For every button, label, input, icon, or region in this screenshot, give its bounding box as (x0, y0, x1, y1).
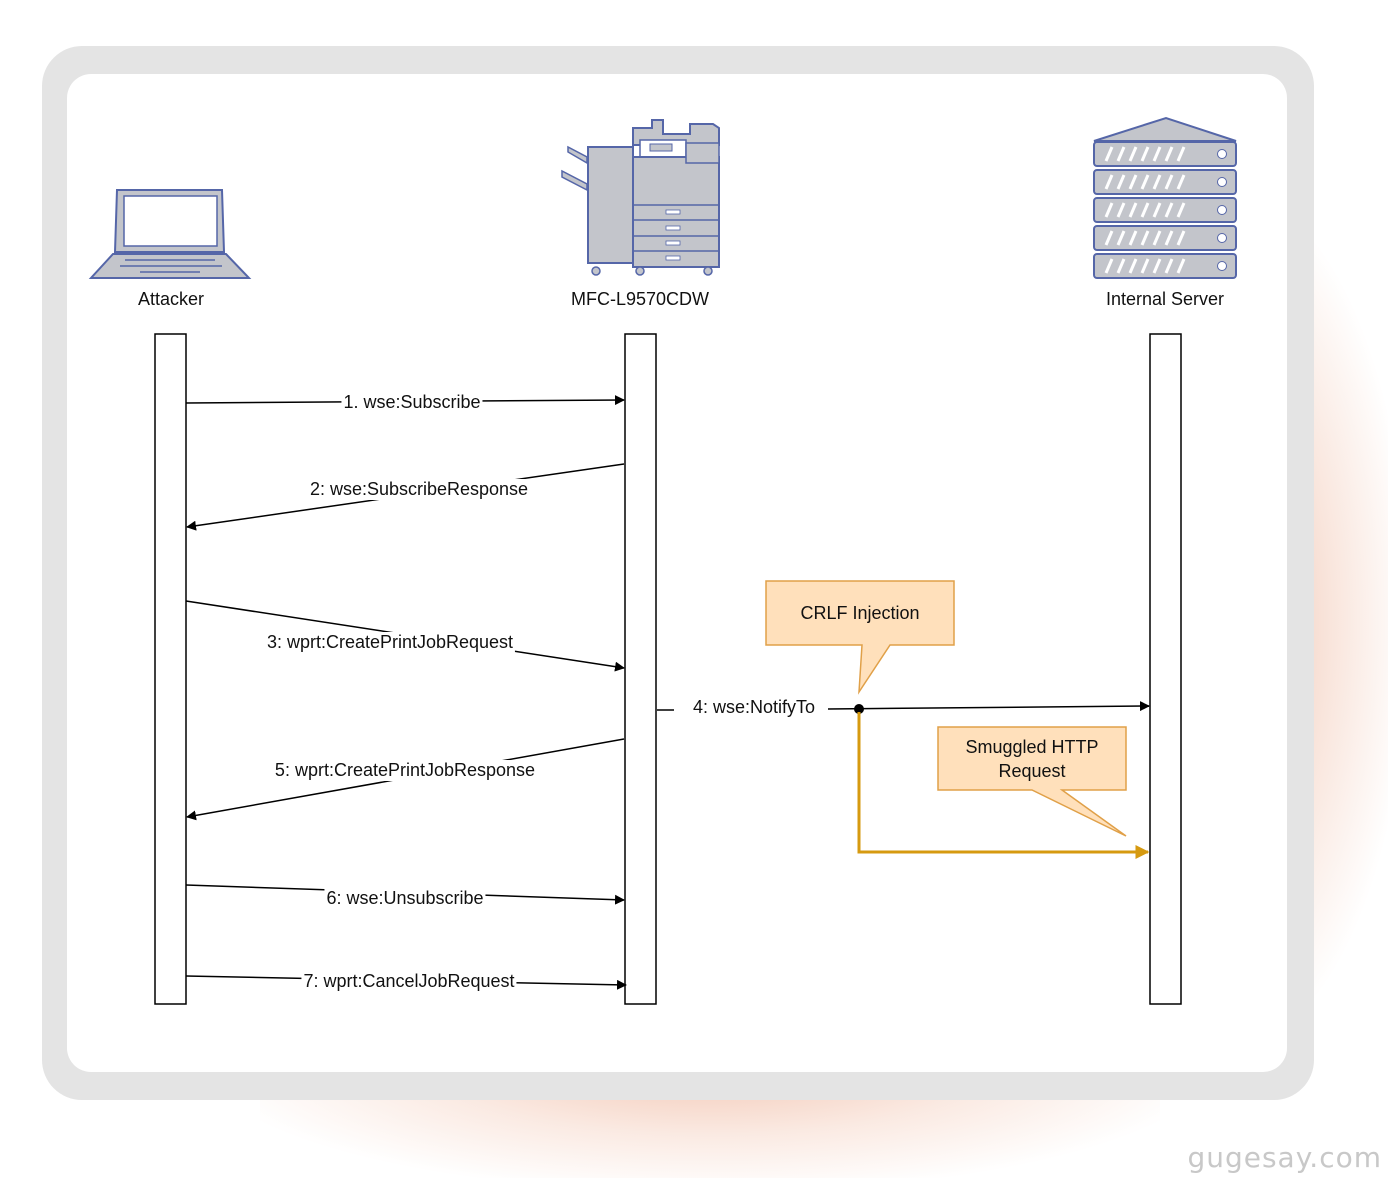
lifeline-server (1149, 333, 1182, 1005)
message-arrow-4 (827, 701, 1150, 712)
message-label-6: 6: wse:Unsubscribe (324, 888, 486, 909)
message-label-7: 7: wprt:CancelJobRequest (301, 971, 517, 992)
smuggled-callout-shape (937, 726, 1127, 837)
message-label-1: 1. wse:Subscribe (341, 392, 483, 413)
lifeline-attacker (154, 333, 187, 1005)
message-label-4: 4: wse:NotifyTo (690, 697, 818, 718)
callout-smuggled-request: Smuggled HTTP Request (965, 736, 1099, 781)
lifeline-printer (624, 333, 657, 1005)
message-label-3: 3: wprt:CreatePrintJobRequest (264, 632, 516, 653)
crlf-callout-shape (765, 580, 955, 695)
laptop-icon (88, 189, 252, 279)
callout-crlf-injection: CRLF Injection (800, 603, 920, 623)
message-label-5: 5: wprt:CreatePrintJobResponse (272, 760, 538, 781)
smuggled-request-arrow (857, 712, 1150, 859)
actor-label-attacker: Attacker (137, 289, 205, 309)
notify-junction-dot (854, 704, 864, 714)
printer-icon (561, 119, 720, 276)
actor-label-printer: MFC-L9570CDW (570, 289, 710, 309)
server-rack-icon (1092, 116, 1238, 280)
message-label-2: 2: wse:SubscribeResponse (307, 479, 531, 500)
actor-label-server: Internal Server (1105, 289, 1225, 309)
watermark: gugesay.com (1187, 1141, 1382, 1174)
